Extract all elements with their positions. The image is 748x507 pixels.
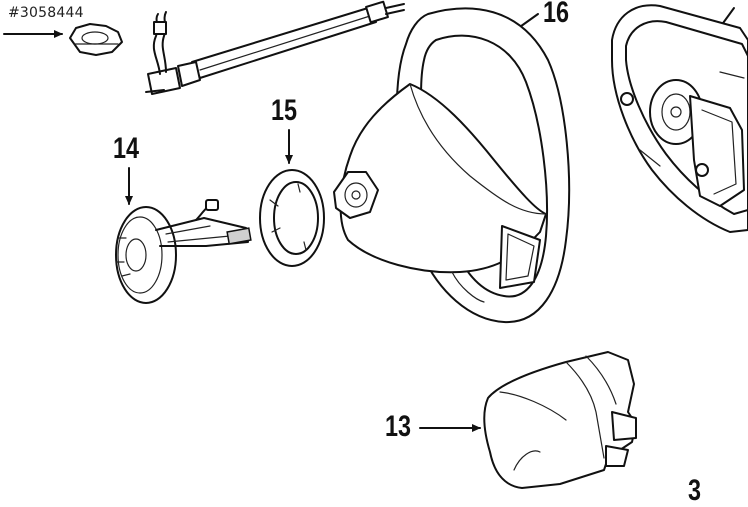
- callout-14-label: 14: [113, 132, 140, 165]
- cover-part-13: [483, 351, 637, 489]
- clock-spring-part-14: [115, 199, 252, 304]
- callout-16-label: 16: [543, 0, 570, 29]
- callout-13-label: 13: [385, 410, 412, 443]
- airbag-module: [611, 4, 748, 233]
- diagram-drawing: [3, 0, 748, 489]
- steering-wheel-part-16: [333, 7, 571, 324]
- callout-15-label: 15: [271, 94, 298, 127]
- ring-part-15: [259, 169, 325, 267]
- nut-part: [69, 23, 123, 56]
- image-id-tag: #3058444: [8, 5, 84, 21]
- parts-diagram: #3058444 13 14 15 16 3: [3, 0, 748, 506]
- steering-shaft: [145, 0, 405, 95]
